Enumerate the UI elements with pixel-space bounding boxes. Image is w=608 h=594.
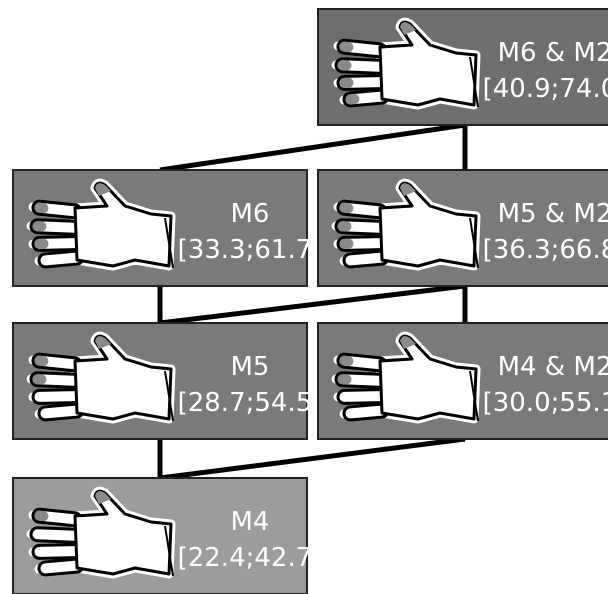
- fingertip-marker: [337, 221, 352, 232]
- fingertip-marker: [337, 374, 352, 385]
- fingertip-marker: [32, 221, 47, 232]
- finger-icon: [336, 199, 388, 220]
- hand-icon: [331, 331, 481, 424]
- thumb-tip-marker: [400, 336, 416, 349]
- finger-icon: [336, 74, 388, 91]
- fingertip-marker: [345, 94, 360, 105]
- node-title: M6: [231, 199, 270, 229]
- hand-icon: [331, 17, 481, 110]
- node-range: [28.7;54.5]: [178, 388, 323, 418]
- fingertip-marker: [32, 374, 47, 385]
- fingertip-marker: [339, 77, 354, 88]
- thumb-tip-marker: [400, 22, 416, 35]
- node-title: M4 & M2: [498, 352, 608, 382]
- node-m5: M5 [28.7;54.5]: [12, 322, 323, 440]
- finger-icon: [31, 388, 83, 405]
- node-range: [33.3;61.7]: [178, 235, 323, 265]
- finger-icon: [334, 57, 388, 75]
- fingertip-marker: [337, 60, 352, 71]
- finger-icon: [334, 218, 388, 236]
- nodes: M6 & M2 [40.9;74.0] M6 [33.3;61.7] M5 & M2 [3…: [12, 8, 608, 594]
- fingertip-marker: [339, 41, 354, 53]
- fingertip-marker: [34, 510, 49, 522]
- fingertip-marker: [34, 238, 49, 249]
- node-m6: M6 [33.3;61.7]: [12, 169, 323, 287]
- connector-line: [159, 283, 466, 326]
- fingertip-marker: [34, 202, 49, 214]
- node-title: M6 & M2: [498, 38, 608, 68]
- finger-icon: [334, 371, 388, 389]
- hand-icon: [26, 331, 176, 424]
- finger-icon: [31, 235, 83, 252]
- hand-icon: [331, 178, 481, 271]
- fingertip-marker: [339, 355, 354, 367]
- thumb-tip-marker: [95, 336, 111, 349]
- node-range: [22.4;42.7]: [178, 543, 323, 573]
- thumb-tip-marker: [400, 183, 416, 196]
- hand-icon: [26, 178, 176, 271]
- finger-icon: [31, 199, 83, 220]
- finger-icon: [29, 218, 83, 236]
- finger-icon: [336, 388, 388, 405]
- finger-icon: [29, 526, 83, 544]
- finger-icon: [31, 507, 83, 528]
- node-title: M4: [231, 507, 270, 537]
- node-m5-m2: M5 & M2 [36.3;66.8]: [317, 169, 608, 287]
- connectors: [157, 122, 468, 481]
- finger-icon: [336, 235, 388, 252]
- node-range: [30.0;55.1]: [483, 388, 608, 418]
- thumb-tip-marker: [95, 183, 111, 196]
- connector-line: [159, 122, 466, 173]
- node-m4: M4 [22.4;42.7]: [12, 477, 323, 594]
- fingertip-marker: [339, 238, 354, 249]
- connector-line: [159, 436, 466, 481]
- finger-icon: [336, 352, 388, 373]
- finger-icon: [31, 352, 83, 373]
- node-title: M5 & M2: [498, 199, 608, 229]
- node-range: [36.3;66.8]: [483, 235, 608, 265]
- hand-icon: [26, 486, 176, 579]
- finger-icon: [31, 543, 83, 560]
- node-title: M5: [231, 352, 270, 382]
- node-range: [40.9;74.0]: [483, 74, 608, 104]
- thumb-tip-marker: [95, 491, 111, 504]
- node-m6-m2: M6 & M2 [40.9;74.0]: [317, 8, 608, 126]
- fingertip-marker: [34, 355, 49, 367]
- node-m4-m2: M4 & M2 [30.0;55.1]: [317, 322, 608, 440]
- finger-icon: [29, 371, 83, 389]
- fingertip-marker: [339, 202, 354, 214]
